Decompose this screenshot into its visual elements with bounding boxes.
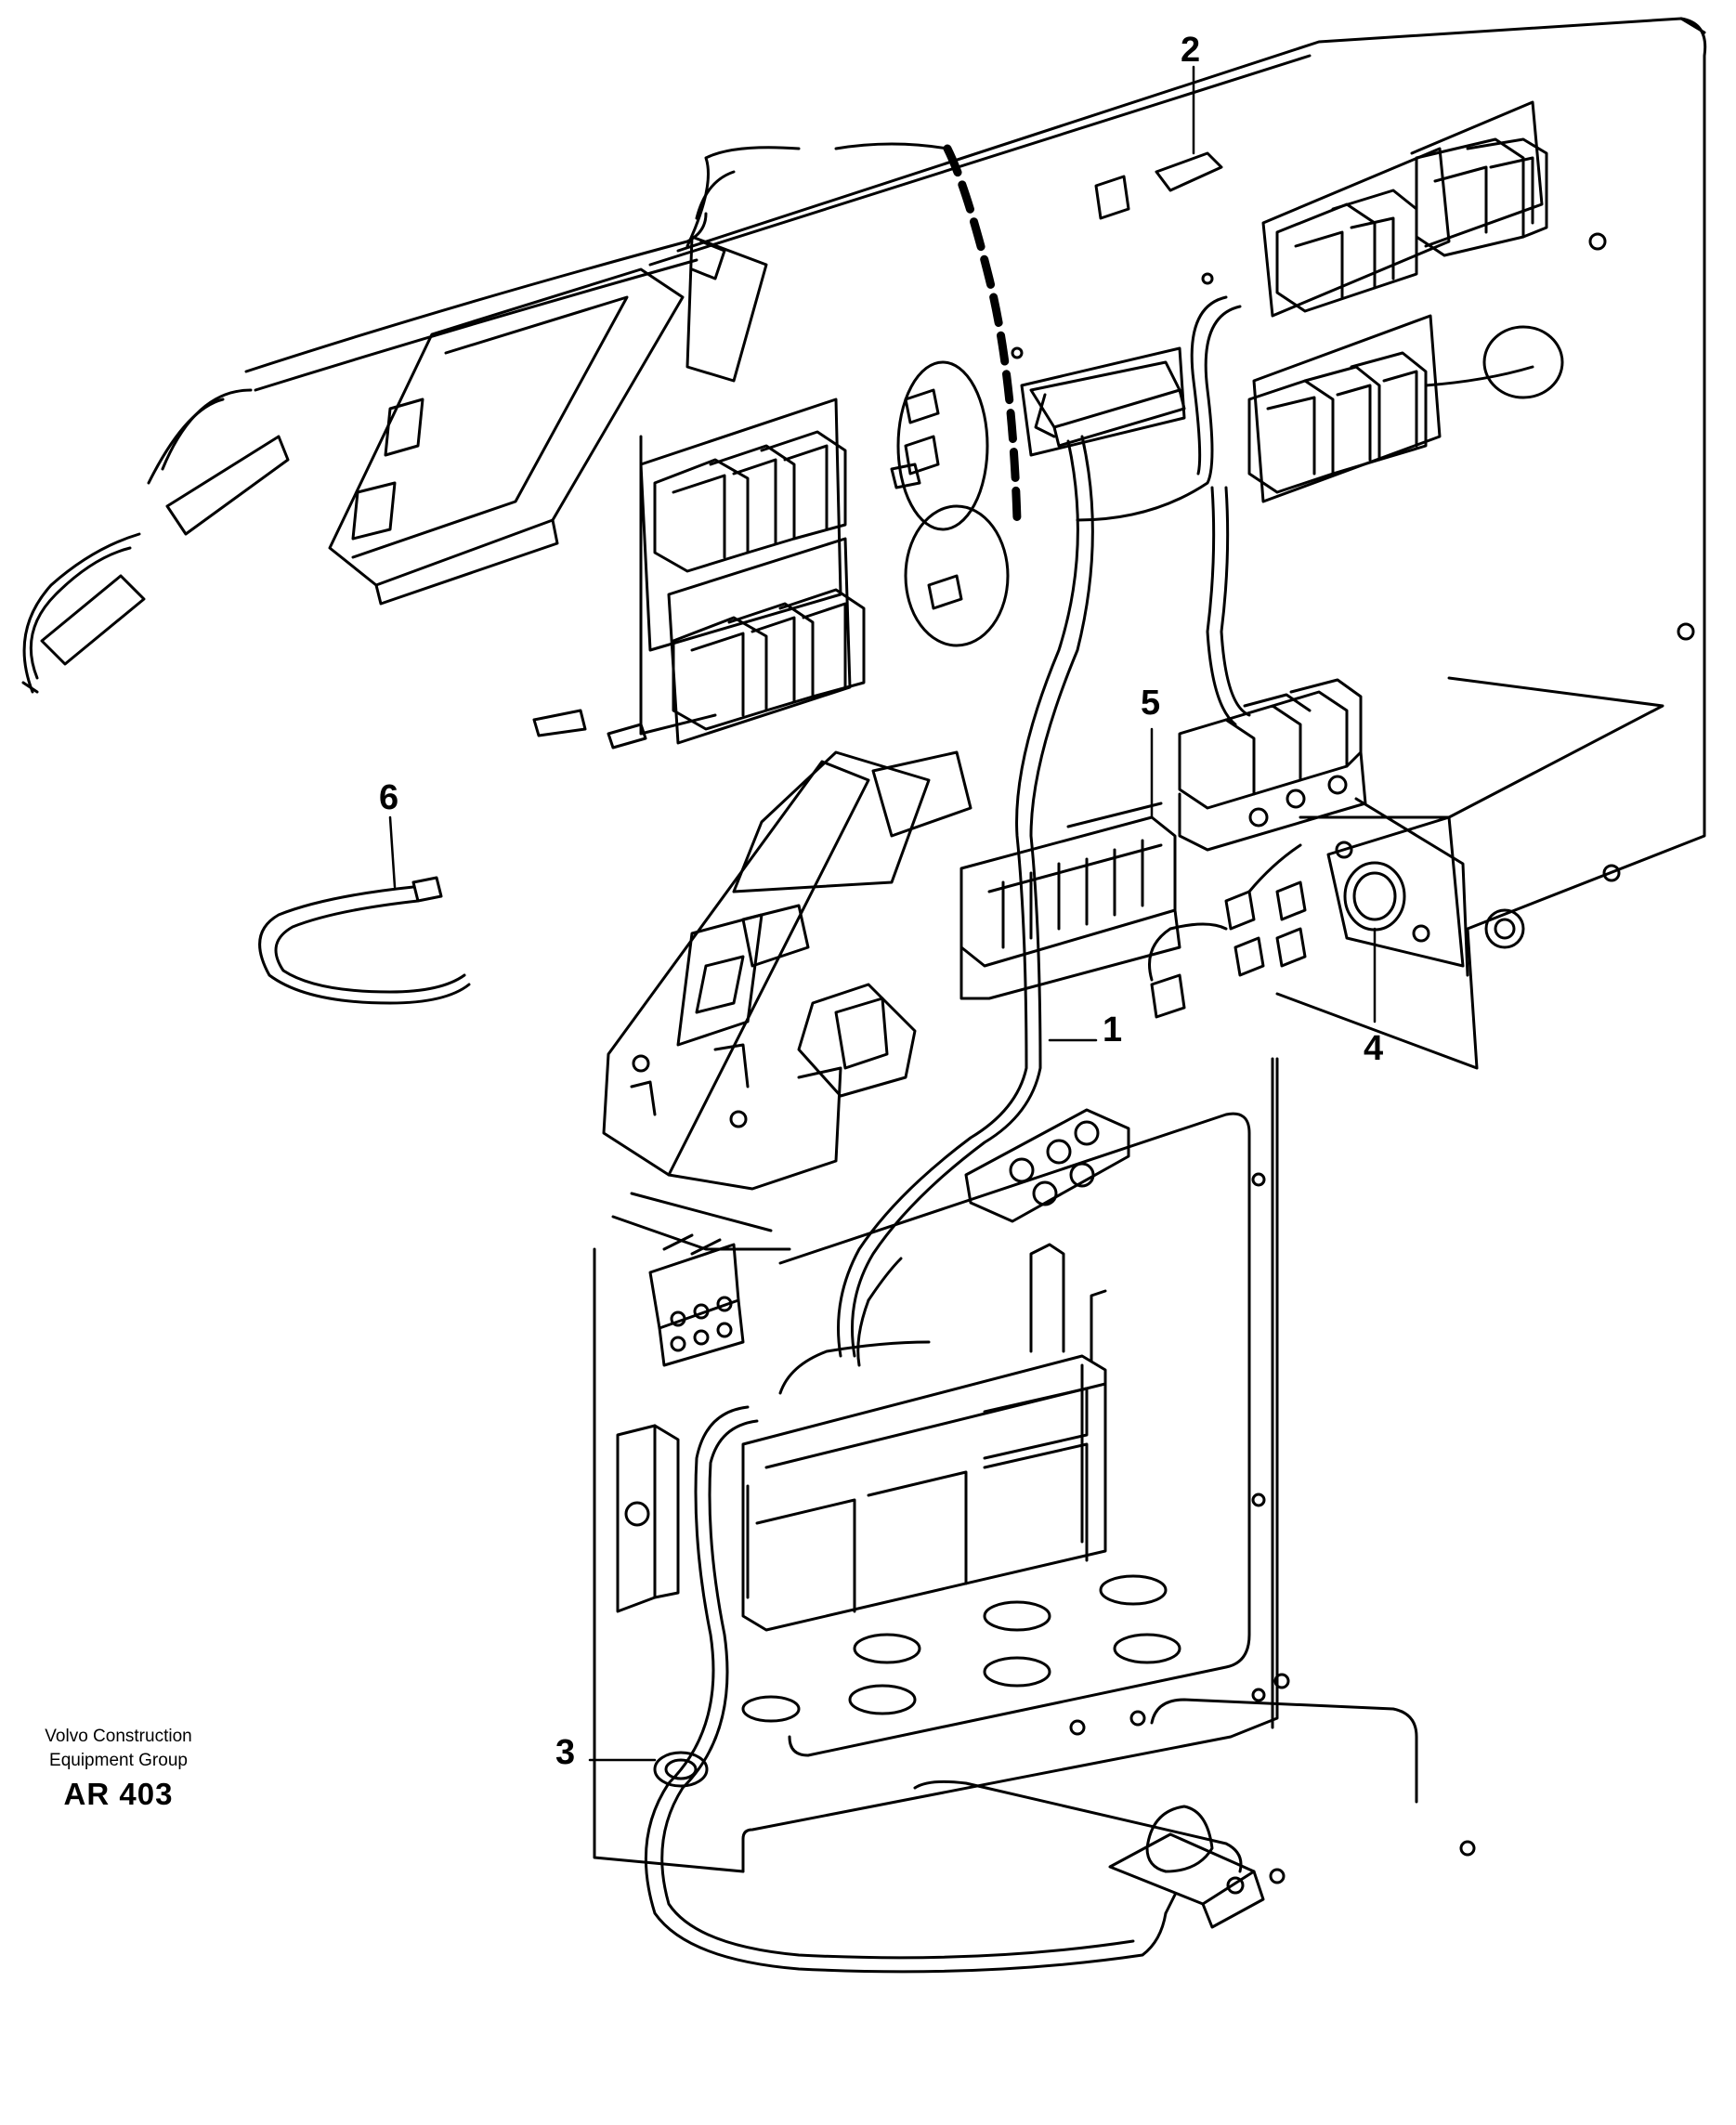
callout-2: 2 [1181,31,1201,70]
lower-cabinet [593,1057,1279,1873]
publisher-caption: Volvo Construction Equipment Group AR 40… [19,1725,218,1816]
bracket-clip-connector [741,904,917,1098]
callout-5: 5 [1141,684,1161,723]
relay-cluster-mid-right [1247,351,1428,494]
callout-3: 3 [555,1733,576,1772]
callout-4: 4 [1364,1029,1384,1068]
grommet-block [964,1108,1130,1223]
ecu-upper-connector [685,235,768,383]
relay-cluster-left-lower [672,588,866,731]
ecu-module [328,267,685,606]
relay-cluster-left-upper [653,430,847,573]
leader-lines [388,65,1377,1762]
relay-group-right [1178,678,1367,852]
main-harness [837,435,1094,1358]
top-harness [244,142,949,392]
floor-switch [1108,1805,1265,1929]
loose-clips [532,709,647,750]
lower-harness-loop [644,1298,1168,1974]
small-plug-cluster [1148,843,1307,1019]
left-harness-plugs [21,388,290,694]
figure-code: AR 403 [63,1777,174,1811]
callout-6: 6 [379,778,399,817]
terminal-strip [959,802,1181,1000]
dashed-harness [943,144,1022,525]
left-mount-bracket [616,1424,680,1613]
relay-cluster-top-right [1275,137,1548,313]
caption-line-1: Volvo Construction [45,1727,192,1746]
left-bracket-assembly [602,750,972,1191]
cable-tie [258,876,471,1005]
upper-panel [639,17,1707,1070]
right-harness [1076,295,1534,726]
connector-rack [741,1243,1107,1632]
socket-connectors [890,151,1223,610]
caption-line-2: Equipment Group [49,1751,188,1770]
multipin-connector-upper [1029,360,1186,448]
callout-1: 1 [1103,1010,1123,1049]
fuse-block [648,1233,745,1367]
floor-plate [913,1673,1476,1884]
grommet [653,1751,709,1788]
